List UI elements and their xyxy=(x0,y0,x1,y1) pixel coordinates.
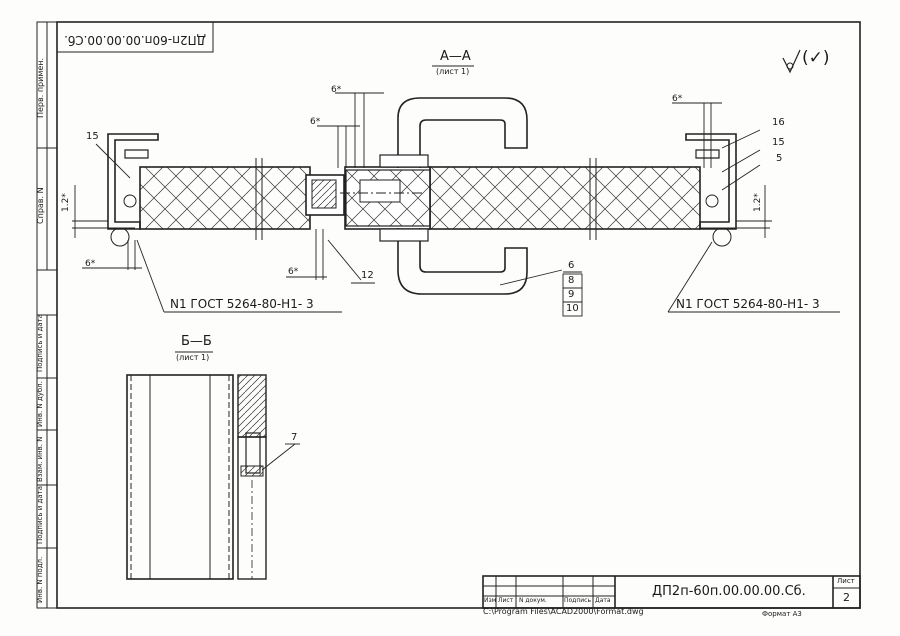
aa-dimensions xyxy=(72,92,840,317)
side-label-podp-data-2: Подпись и дата xyxy=(36,486,44,544)
callout-9: 9 xyxy=(568,289,575,300)
dim-gap-top-center: 6* xyxy=(331,85,342,95)
tb-sheet-number: 2 xyxy=(843,591,850,604)
file-path: C:\Program Files\ACAD2000\Format.dwg xyxy=(483,607,644,616)
callout-5: 5 xyxy=(776,153,783,164)
section-bb-sheet-ref: (лист 1) xyxy=(176,353,210,362)
tb-sheet-label: Лист xyxy=(837,577,855,585)
callout-10: 10 xyxy=(566,303,579,314)
side-label-perv-primen: Перв. примен. xyxy=(36,57,45,118)
side-label-sprav: Справ. N xyxy=(36,187,45,224)
dim-height-right: 1.2* xyxy=(753,193,763,212)
side-label-podp-data-1: Подпись и дата xyxy=(36,314,44,372)
side-label-vzam-inv: Взам. инв. N xyxy=(36,436,44,482)
roughness-symbol: (✓) xyxy=(802,48,830,68)
callout-12: 12 xyxy=(361,270,374,281)
dim-gap-top-right: 6* xyxy=(672,94,683,104)
tb-col-izm: Изм xyxy=(484,597,497,604)
tb-col-dokum: N докум. xyxy=(519,597,547,604)
designation-box xyxy=(56,21,214,53)
outer-frame xyxy=(36,21,861,609)
side-stamp xyxy=(37,22,57,608)
callout-16: 16 xyxy=(772,117,785,128)
tb-designation: ДП2п-60п.00.00.00.Сб. xyxy=(652,584,806,599)
section-bb-title: Б—Б xyxy=(181,334,212,349)
section-aa-sheet-ref: (лист 1) xyxy=(436,67,470,76)
tb-col-data: Дата xyxy=(595,597,611,604)
format-label: Формат А3 xyxy=(762,610,802,618)
tb-col-list: Лист xyxy=(498,597,514,604)
callout-8: 8 xyxy=(568,275,575,286)
title-block-frame xyxy=(482,575,861,609)
tb-col-podp: Подпись xyxy=(564,597,591,604)
weld-note-left: N1 ГОСТ 5264-80-Н1- 3 xyxy=(170,297,314,311)
weld-note-right: N1 ГОСТ 5264-80-Н1- 3 xyxy=(676,297,820,311)
dim-gap-bottom-left: 6* xyxy=(85,259,96,269)
callout-7: 7 xyxy=(291,432,298,443)
dim-height-left: 1.2* xyxy=(61,193,71,212)
callout-15-left: 15 xyxy=(86,131,99,142)
section-aa-view xyxy=(72,97,770,295)
side-label-inv-podl: Инв. N подл. xyxy=(36,556,44,603)
dim-gap-bottom-center: 6* xyxy=(288,267,299,277)
section-bb-view xyxy=(126,374,300,580)
inner-frame xyxy=(56,21,861,609)
callout-6: 6 xyxy=(568,260,575,271)
roughness-icon xyxy=(782,49,801,74)
designation-top: ДП2п-60п.00.00.00.Сб. xyxy=(64,33,206,47)
dim-gap-top-left: 6* xyxy=(310,117,321,127)
section-aa-title: А—А xyxy=(440,49,471,64)
callout-15-right: 15 xyxy=(772,137,785,148)
side-label-inv-dubl: Инв. N дубл. xyxy=(36,381,44,427)
